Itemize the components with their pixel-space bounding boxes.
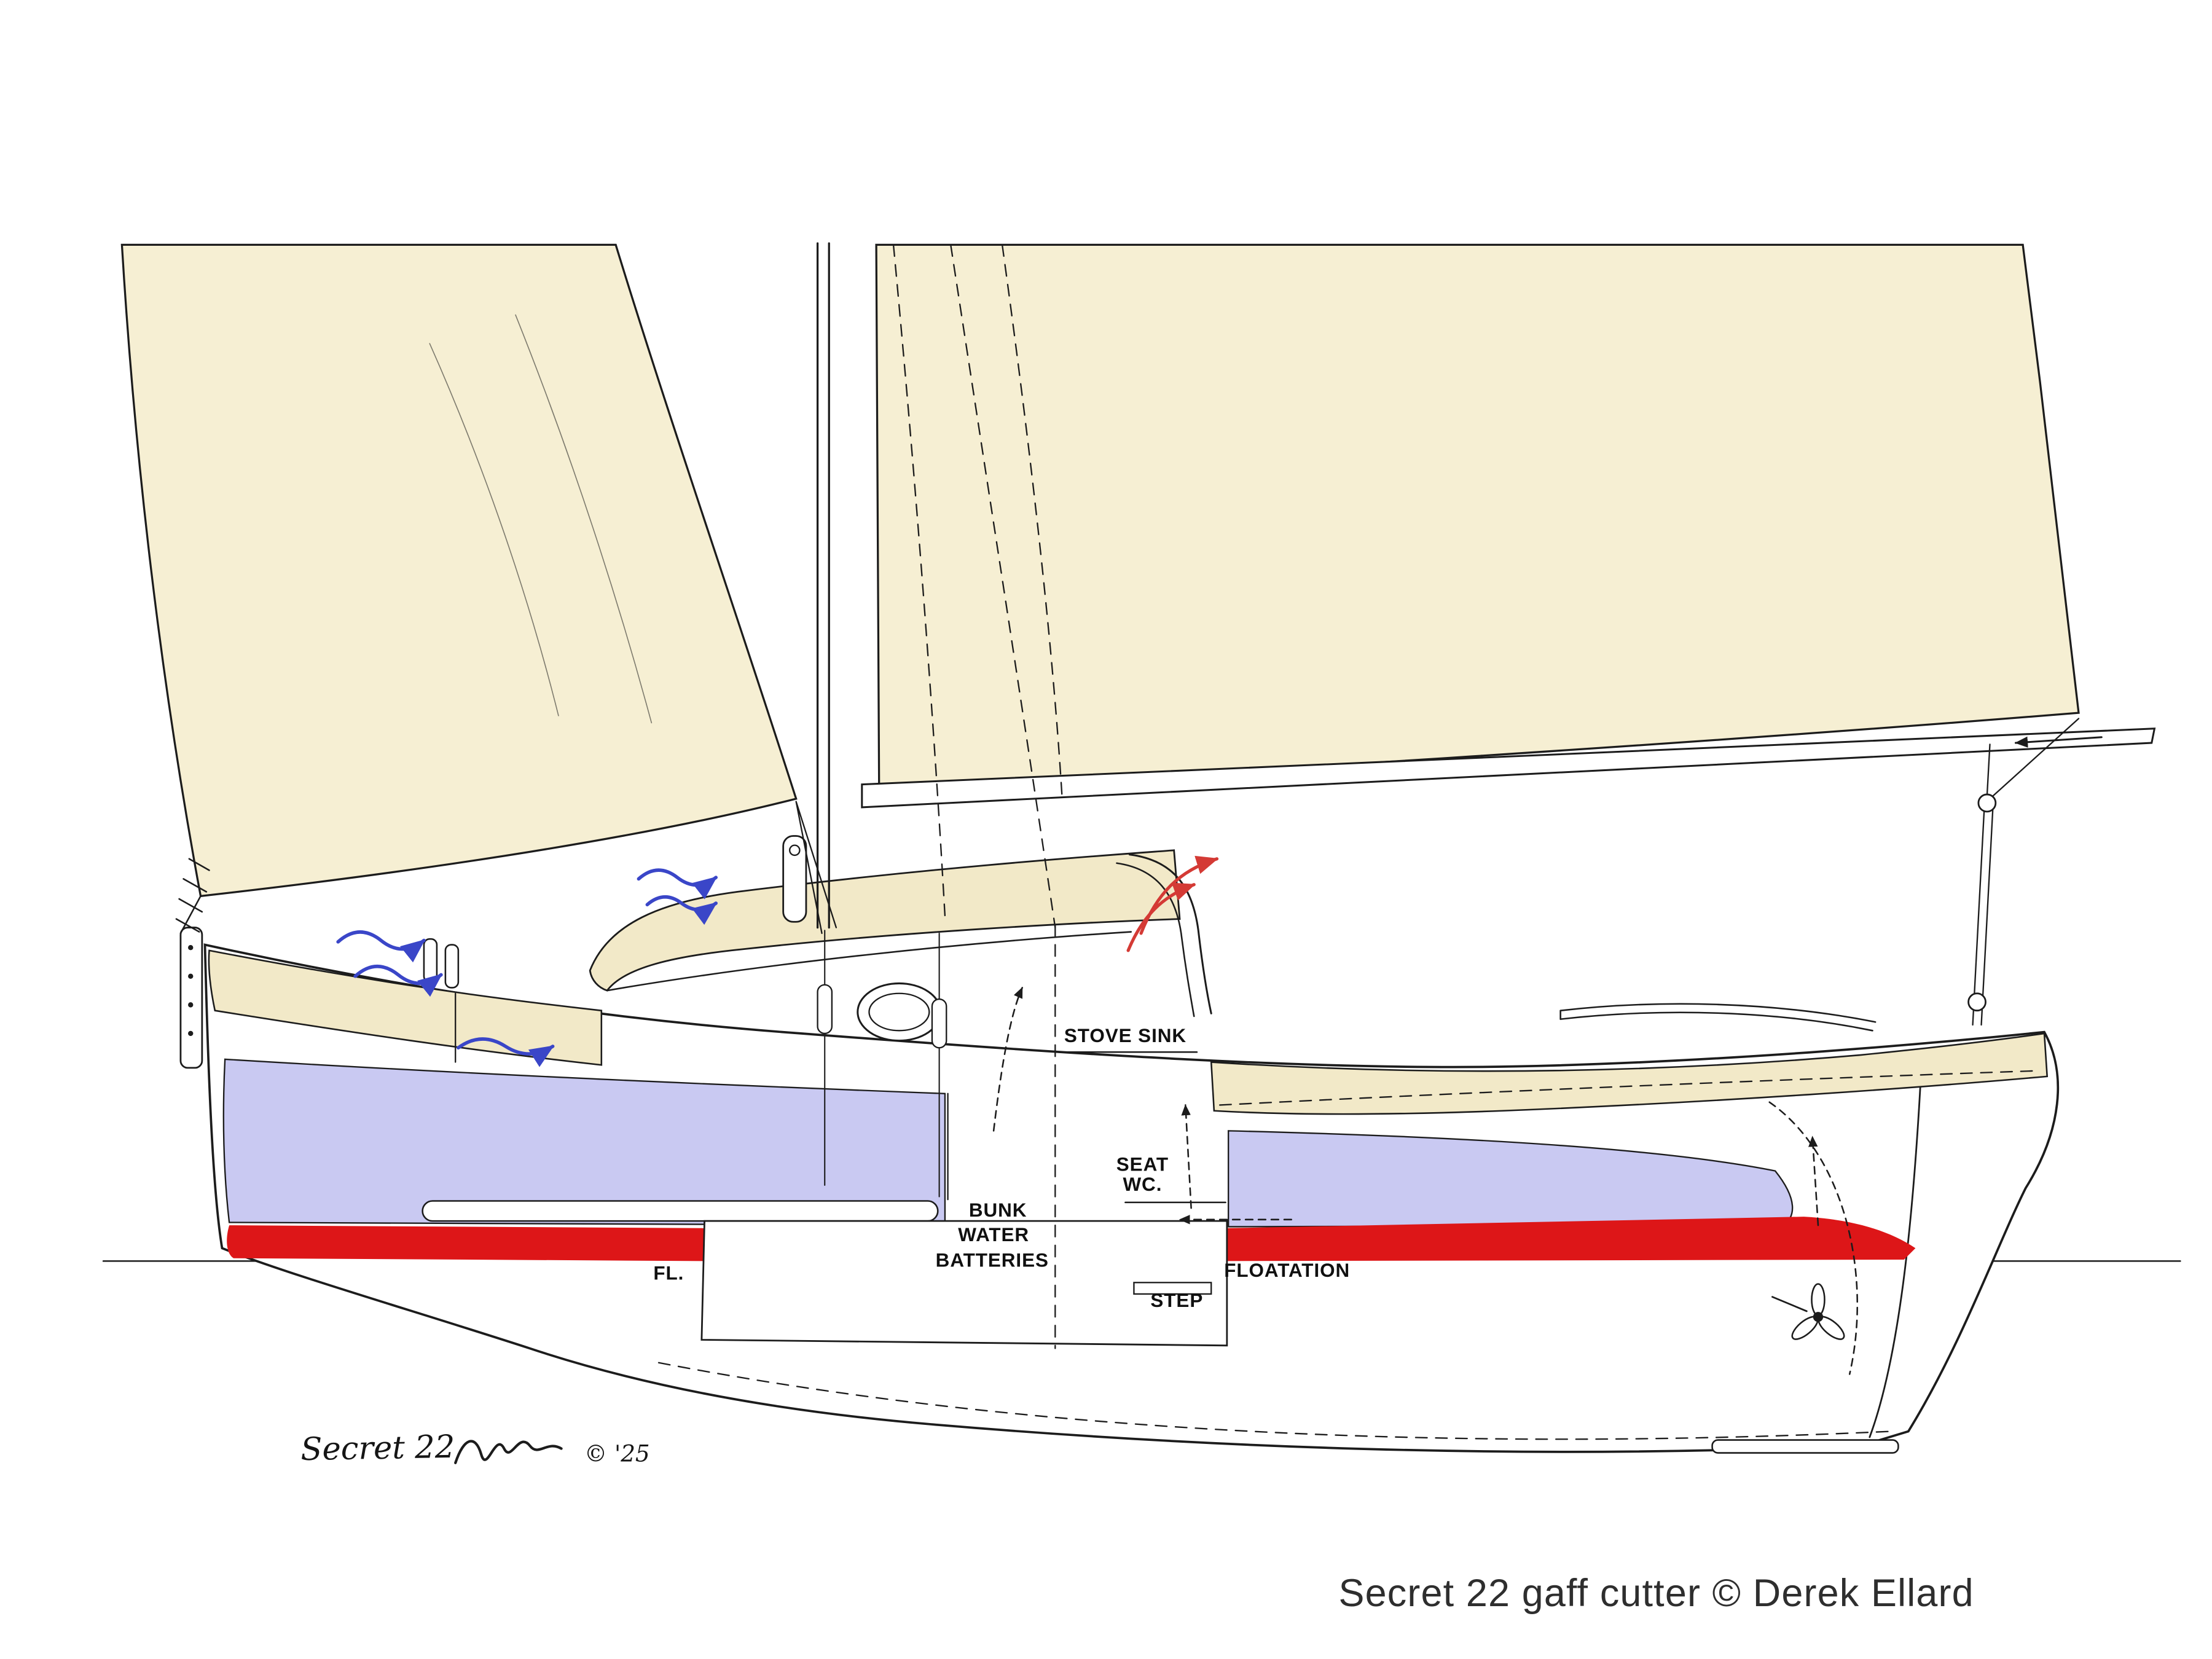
airflow-arrows [336, 868, 718, 1067]
stem-bolt [188, 1002, 194, 1008]
lazyjack [950, 244, 1056, 928]
aft-ballast-tank [1228, 1130, 1794, 1228]
signature-copyright: © '25 [584, 1440, 650, 1467]
stem-bolt [188, 1030, 194, 1037]
jib-fold-line [429, 343, 559, 716]
drawing-caption: Secret 22 gaff cutter © Derek Ellard [1339, 1572, 1974, 1615]
exhaust-arrow [1126, 882, 1196, 952]
prop-hub [1813, 1312, 1824, 1322]
stem-bolt [188, 944, 194, 951]
rudder-swing-arc [1768, 1101, 1859, 1375]
step-outline [1133, 1282, 1212, 1295]
mainsheet-block-upper [1977, 793, 1997, 813]
sails [120, 243, 2080, 898]
bow-bitt [444, 944, 460, 989]
stem-bolt [188, 973, 194, 979]
labels: STOVE SINK SEAT WC. BUNK WATER BATTERIES… [653, 1025, 1350, 1311]
forestay-tail [179, 895, 202, 935]
aft-deck [1210, 1032, 2049, 1115]
boot-stripe-forward [227, 1225, 705, 1261]
halyard-shackle [817, 984, 833, 1035]
label-fl: FL. [653, 1263, 684, 1284]
exhaust-arrows [1126, 855, 1219, 952]
airflow-wave [637, 868, 718, 900]
bow-bitt [423, 938, 438, 983]
label-bunk: BUNK [969, 1199, 1027, 1221]
label-seat: SEAT [1116, 1154, 1169, 1175]
label-floatation: FLOATATION [1224, 1260, 1350, 1281]
keel-skid [1711, 1439, 1899, 1454]
label-wc: WC. [1123, 1174, 1162, 1195]
tiller [1559, 1003, 1877, 1032]
airflow-wave [336, 930, 426, 963]
coachroof [589, 849, 1181, 992]
boot-stripe-aft [1226, 1217, 1916, 1261]
prop-shaft [1771, 1296, 1808, 1312]
label-step: STEP [1150, 1290, 1203, 1311]
airflow-wave [645, 895, 718, 925]
stern-air-arrow [1808, 1135, 1819, 1226]
jib-fold-line [515, 314, 653, 724]
propeller [1771, 1283, 1845, 1340]
label-batteries: BATTERIES [936, 1250, 1049, 1271]
jib-sail [120, 243, 798, 898]
forward-ballast-tank [222, 1058, 946, 1226]
cockpit-coaming [1128, 853, 1212, 1014]
label-water: WATER [958, 1224, 1029, 1245]
mainsheet-strap [1986, 718, 2080, 800]
airflow-wave [457, 1037, 555, 1067]
mainsail [875, 243, 2080, 794]
cockpit-coaming-inner [1116, 862, 1195, 1018]
seat-air-arrow [1181, 1104, 1192, 1209]
mainsheet-tackle [1972, 809, 1994, 1026]
jib-sheet [795, 801, 837, 935]
lazyjack [1001, 244, 1064, 802]
signature-scribble [454, 1440, 563, 1464]
flow-arrows [336, 855, 1859, 1375]
jib-hanks [175, 858, 210, 933]
mainsheet-block-lower [1967, 992, 1986, 1012]
porthole-inner [868, 992, 930, 1032]
lazyjack [892, 244, 946, 917]
rudder-leading-edge [1869, 1070, 1923, 1438]
rig [175, 242, 2156, 1026]
aft-deck-dashed-line [1219, 1070, 2041, 1106]
tankage-compartment [700, 1220, 1228, 1347]
signature-block: Secret 22 © '25 [300, 1429, 650, 1468]
halyard-shackle [931, 998, 947, 1049]
airflow-wave [353, 964, 443, 997]
mast-tabernacle [782, 835, 807, 923]
cabin-side-base [606, 931, 1132, 992]
companionway-air-arrow [992, 987, 1023, 1132]
outhaul-arrow [2014, 736, 2103, 748]
boom [861, 728, 2156, 809]
signature-boat-name: Secret 22 [300, 1429, 455, 1468]
interior [179, 835, 2049, 1454]
prop-blade [1811, 1283, 1826, 1317]
bunk-flat [422, 1200, 939, 1222]
porthole [857, 982, 942, 1042]
label-stove-sink: STOVE SINK [1064, 1025, 1186, 1046]
tabernacle-pin [788, 844, 801, 857]
